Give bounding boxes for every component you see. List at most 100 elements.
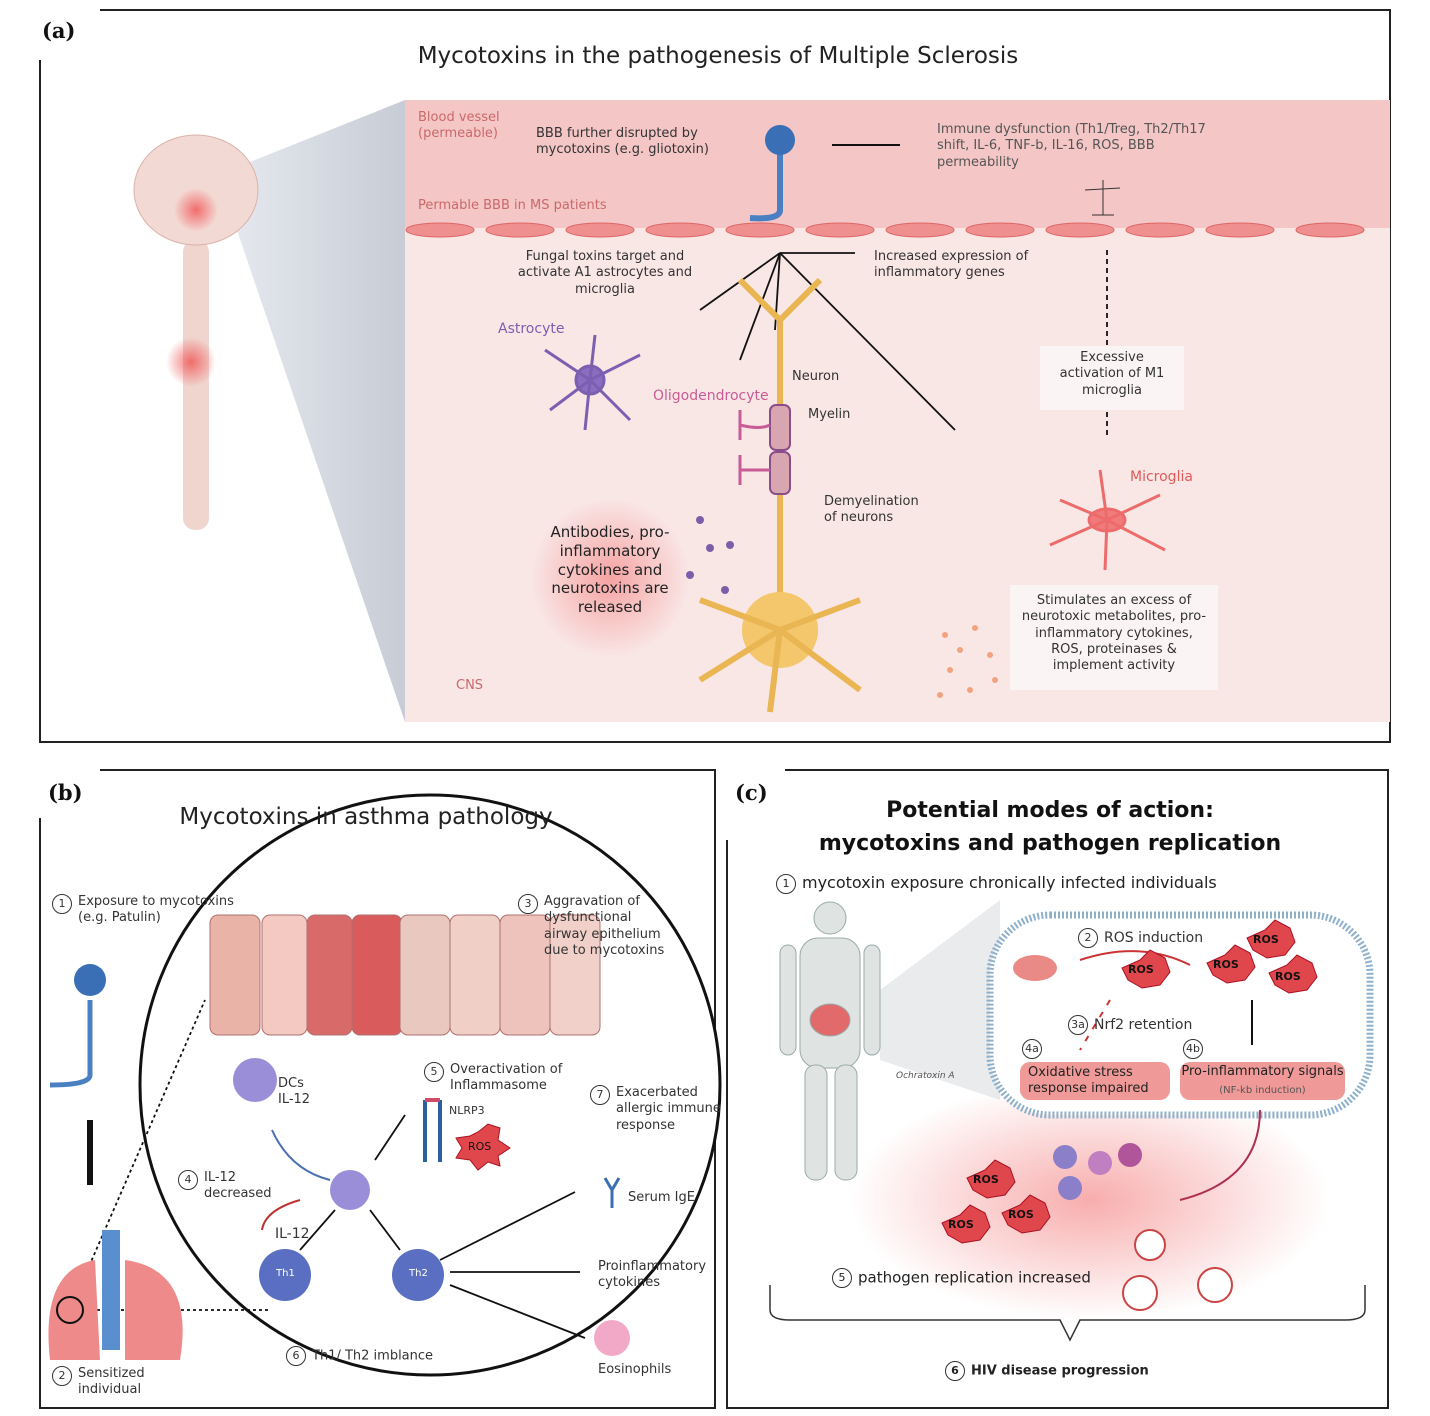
ros-stars xyxy=(941,919,1318,1244)
nlrp3-label: NLRP3 xyxy=(449,1104,485,1117)
blood-vessel-label: Blood vessel (permeable) xyxy=(418,110,500,142)
eosinophils-label: Eosinophils xyxy=(598,1362,672,1377)
serum-ige-label: Serum IgE xyxy=(628,1190,695,1205)
ros-label: ROS xyxy=(1253,933,1279,946)
ros-star xyxy=(455,1123,511,1171)
oligodendrocyte-icon xyxy=(738,410,771,485)
step2-label: ROS induction xyxy=(1104,930,1204,946)
step-number: 7 xyxy=(590,1085,610,1105)
scales-icon xyxy=(1084,180,1121,216)
step-number: 2 xyxy=(52,1366,72,1386)
myelin-label: Myelin xyxy=(808,407,851,422)
step-number: 1 xyxy=(776,873,796,894)
fungus-icon xyxy=(749,125,795,222)
human-body-icon xyxy=(779,901,881,1181)
ros-label: ROS xyxy=(1275,970,1301,983)
step4b-label: Pro-inflammatory signals xyxy=(1181,1064,1344,1079)
fungus-icon xyxy=(49,964,106,1088)
astrocyte-label: Astrocyte xyxy=(498,321,565,337)
step-number: 4 xyxy=(178,1170,198,1190)
inhibition-line xyxy=(1079,999,1111,1051)
stimulates-label: Stimulates an excess of neurotoxic metab… xyxy=(1021,593,1207,673)
dendritic-cell-icon xyxy=(233,1058,370,1210)
neuron-icon xyxy=(698,277,862,713)
excessive-activation-label: Excessive activation of M1 microglia xyxy=(1059,350,1165,398)
immune-dysfunction-label: Immune dysfunction (Th1/Treg, Th2/Th17 s… xyxy=(937,122,1206,170)
step1-label: mycotoxin exposure chronically infected … xyxy=(802,873,1217,892)
step-number: 2 xyxy=(1078,928,1098,948)
step3a-label: Nrf2 retention xyxy=(1094,1017,1193,1033)
immune-cells xyxy=(1053,1143,1142,1200)
arrow xyxy=(271,1129,331,1181)
step6-label: HIV disease progression xyxy=(971,1363,1149,1379)
step7-label: Exacerbated allergic immune response xyxy=(616,1085,721,1133)
ros-label: ROS xyxy=(468,1140,492,1153)
mitochondrion-icon xyxy=(1013,955,1057,981)
inhibition-line xyxy=(261,1199,301,1231)
step-number: 6 xyxy=(945,1361,965,1381)
fungal-toxins-label: Fungal toxins target and activate A1 ast… xyxy=(517,249,693,297)
inflammasome-icon xyxy=(423,1098,442,1162)
microglia-label: Microglia xyxy=(1130,469,1193,485)
cns-label: CNS xyxy=(456,678,484,693)
step-number: 1 xyxy=(52,894,72,914)
ros-label: ROS xyxy=(973,1173,999,1186)
arrow xyxy=(1079,950,1191,966)
increased-expression-label: Increased expression of inflammatory gen… xyxy=(874,249,1029,281)
lungs-icon xyxy=(48,1230,183,1360)
box-4a xyxy=(1020,1062,1170,1100)
myelin-sheath xyxy=(769,404,791,495)
zoom-projection xyxy=(230,100,405,722)
zoom-projection xyxy=(880,900,1000,1100)
antibodies-label: Antibodies, pro- inflammatory cytokines … xyxy=(550,523,670,616)
proinflammatory-label: Proinflammatory cytokines xyxy=(598,1259,707,1291)
ros-label: ROS xyxy=(1128,963,1154,976)
panel-c-frame xyxy=(726,769,1389,1409)
release-glow xyxy=(530,498,690,658)
label-box xyxy=(1010,585,1218,690)
panel-a-title: Mycotoxins in the pathogenesis of Multip… xyxy=(417,43,1019,69)
step3-label: Aggravation of dysfunctional airway epit… xyxy=(544,894,665,958)
panel-c-title: Potential modes of action: mycotoxins an… xyxy=(818,798,1282,856)
ros-label: ROS xyxy=(948,1218,974,1231)
blood-vessel-band xyxy=(405,100,1390,228)
step4b-sub-label: (NF-kb induction) xyxy=(1219,1085,1306,1096)
arrow xyxy=(1179,1109,1261,1201)
step-number: 4a xyxy=(1022,1038,1042,1059)
oligodendrocyte-label: Oligodendrocyte xyxy=(653,388,769,404)
panel-a-label: (a) xyxy=(42,18,76,43)
endothelial-cells xyxy=(405,222,1365,238)
step-number: 3a xyxy=(1068,1015,1088,1035)
step2-label: Sensitized individual xyxy=(78,1366,145,1398)
th1-cell xyxy=(259,1249,311,1301)
panel-b-frame xyxy=(39,769,716,1409)
brain-spinal-cord-illustration xyxy=(133,134,259,530)
ros-label: ROS xyxy=(1213,958,1239,971)
step-number: 6 xyxy=(286,1346,306,1366)
ros-label: ROS xyxy=(1008,1208,1034,1221)
step6-label: Th1/ Th2 imblance xyxy=(312,1348,434,1364)
dcs-label: DCs IL-12 xyxy=(278,1076,311,1108)
brace xyxy=(769,1285,1366,1342)
th2-cell xyxy=(392,1249,444,1301)
th1-label: Th1 xyxy=(276,1268,295,1279)
astrocyte-icon xyxy=(544,334,641,431)
box-4b xyxy=(1180,1062,1345,1100)
neuron-label: Neuron xyxy=(792,369,840,384)
ochratoxin-label: Ochratoxin A xyxy=(896,1071,955,1081)
antibody-dots xyxy=(686,516,734,594)
step-number: 3 xyxy=(518,894,538,914)
panel-c-label: (c) xyxy=(735,780,768,805)
th2-label: Th2 xyxy=(409,1268,428,1279)
step-number: 5 xyxy=(832,1268,852,1288)
panel-b-title: Mycotoxins in asthma pathology xyxy=(179,804,553,830)
label-box xyxy=(1040,346,1184,410)
panel-a-frame xyxy=(39,9,1391,743)
step-number: 4b xyxy=(1183,1038,1203,1059)
ige-antibody-icon xyxy=(603,1177,621,1208)
permeable-bbb-label: Permable BBB in MS patients xyxy=(418,198,607,213)
inflammation-glow xyxy=(850,1080,1330,1320)
step1-label: Exposure to mycotoxins (e.g. Patulin) xyxy=(78,894,234,926)
il12-label: IL-12 xyxy=(275,1226,310,1242)
